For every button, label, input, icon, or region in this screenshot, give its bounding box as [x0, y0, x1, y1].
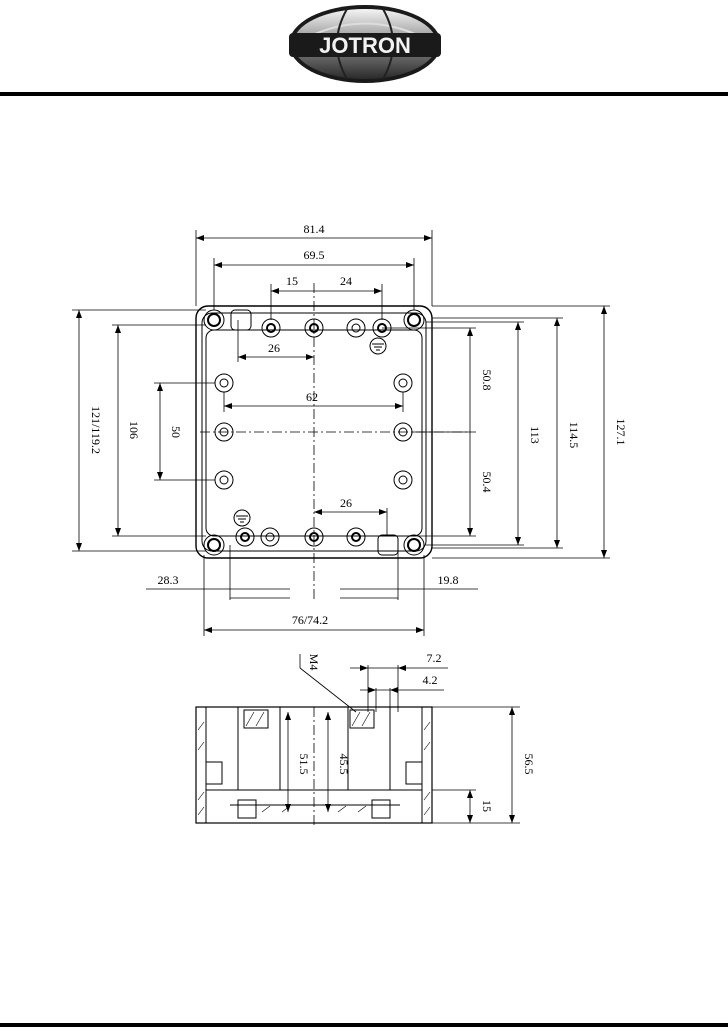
- dim-bottom-26: 26: [340, 496, 352, 510]
- section-view-labels: M4 7.2 4.2 51.5 45.5 56.5 15: [297, 651, 536, 812]
- dim-24: 24: [340, 274, 352, 288]
- dim-106: 106: [127, 421, 141, 439]
- dim-50-4: 50.4: [480, 472, 494, 493]
- dim-51-5: 51.5: [297, 754, 311, 775]
- top-view-labels: 81.4 69.5 15 24 26 62 26 121/119.2 106 5…: [89, 222, 628, 627]
- dim-113: 113: [528, 426, 542, 444]
- dim-50: 50: [169, 426, 183, 438]
- dim-114-5: 114.5: [567, 422, 581, 449]
- dim-69-5: 69.5: [304, 248, 325, 262]
- dim-m4: M4: [307, 654, 321, 671]
- dim-50-8: 50.8: [480, 370, 494, 391]
- dim-127-1: 127.1: [614, 419, 628, 446]
- dim-45-5: 45.5: [337, 754, 351, 775]
- dim-7-2: 7.2: [427, 651, 442, 665]
- dim-81-4: 81.4: [304, 222, 325, 236]
- dim-121-119-2: 121/119.2: [89, 406, 103, 454]
- dim-15: 15: [286, 274, 298, 288]
- arrowheads: [76, 235, 607, 633]
- dim-top-26: 26: [268, 341, 280, 355]
- footer-rule: [0, 1023, 728, 1027]
- dim-4-2: 4.2: [423, 673, 438, 687]
- dim-19-8: 19.8: [438, 573, 459, 587]
- dim-28-3: 28.3: [158, 573, 179, 587]
- dim-62: 62: [306, 390, 318, 404]
- dim-56-5: 56.5: [522, 754, 536, 775]
- dim-15-section: 15: [480, 800, 494, 812]
- dim-76-74-2: 76/74.2: [292, 613, 328, 627]
